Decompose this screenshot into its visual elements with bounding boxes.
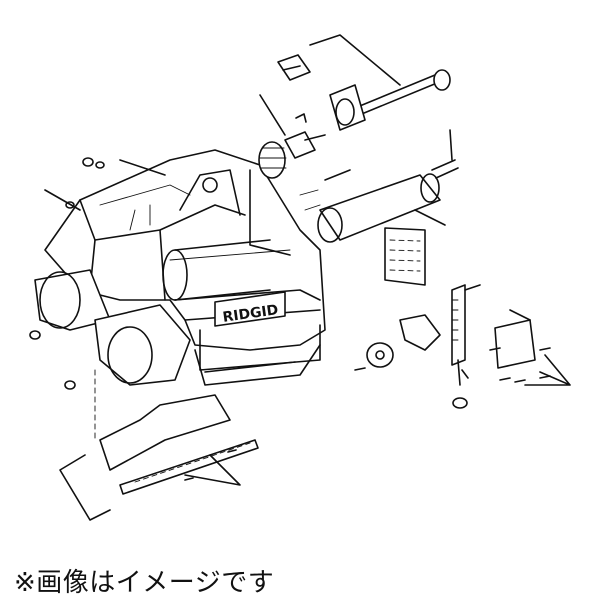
top-block bbox=[277, 54, 311, 81]
front-jaws bbox=[34, 269, 321, 386]
roller bbox=[299, 159, 459, 243]
carry-handle bbox=[194, 344, 321, 386]
ridgid-logo-plate: RIDGID bbox=[214, 291, 286, 327]
knob bbox=[366, 342, 394, 368]
clamp bbox=[399, 314, 441, 351]
rack-column bbox=[451, 284, 469, 409]
image-disclaimer-caption: ※画像はイメージです bbox=[14, 568, 275, 598]
label-plate bbox=[384, 227, 426, 286]
side-plate bbox=[494, 319, 536, 369]
svg-text:RIDGID: RIDGID bbox=[222, 302, 280, 326]
leader-lines bbox=[44, 34, 571, 521]
exploded-parts-diagram: RIDGID bbox=[29, 34, 571, 521]
gear-assembly bbox=[258, 113, 326, 179]
guide-plate bbox=[99, 394, 259, 495]
operating-handle bbox=[329, 69, 451, 131]
screws bbox=[29, 157, 551, 481]
